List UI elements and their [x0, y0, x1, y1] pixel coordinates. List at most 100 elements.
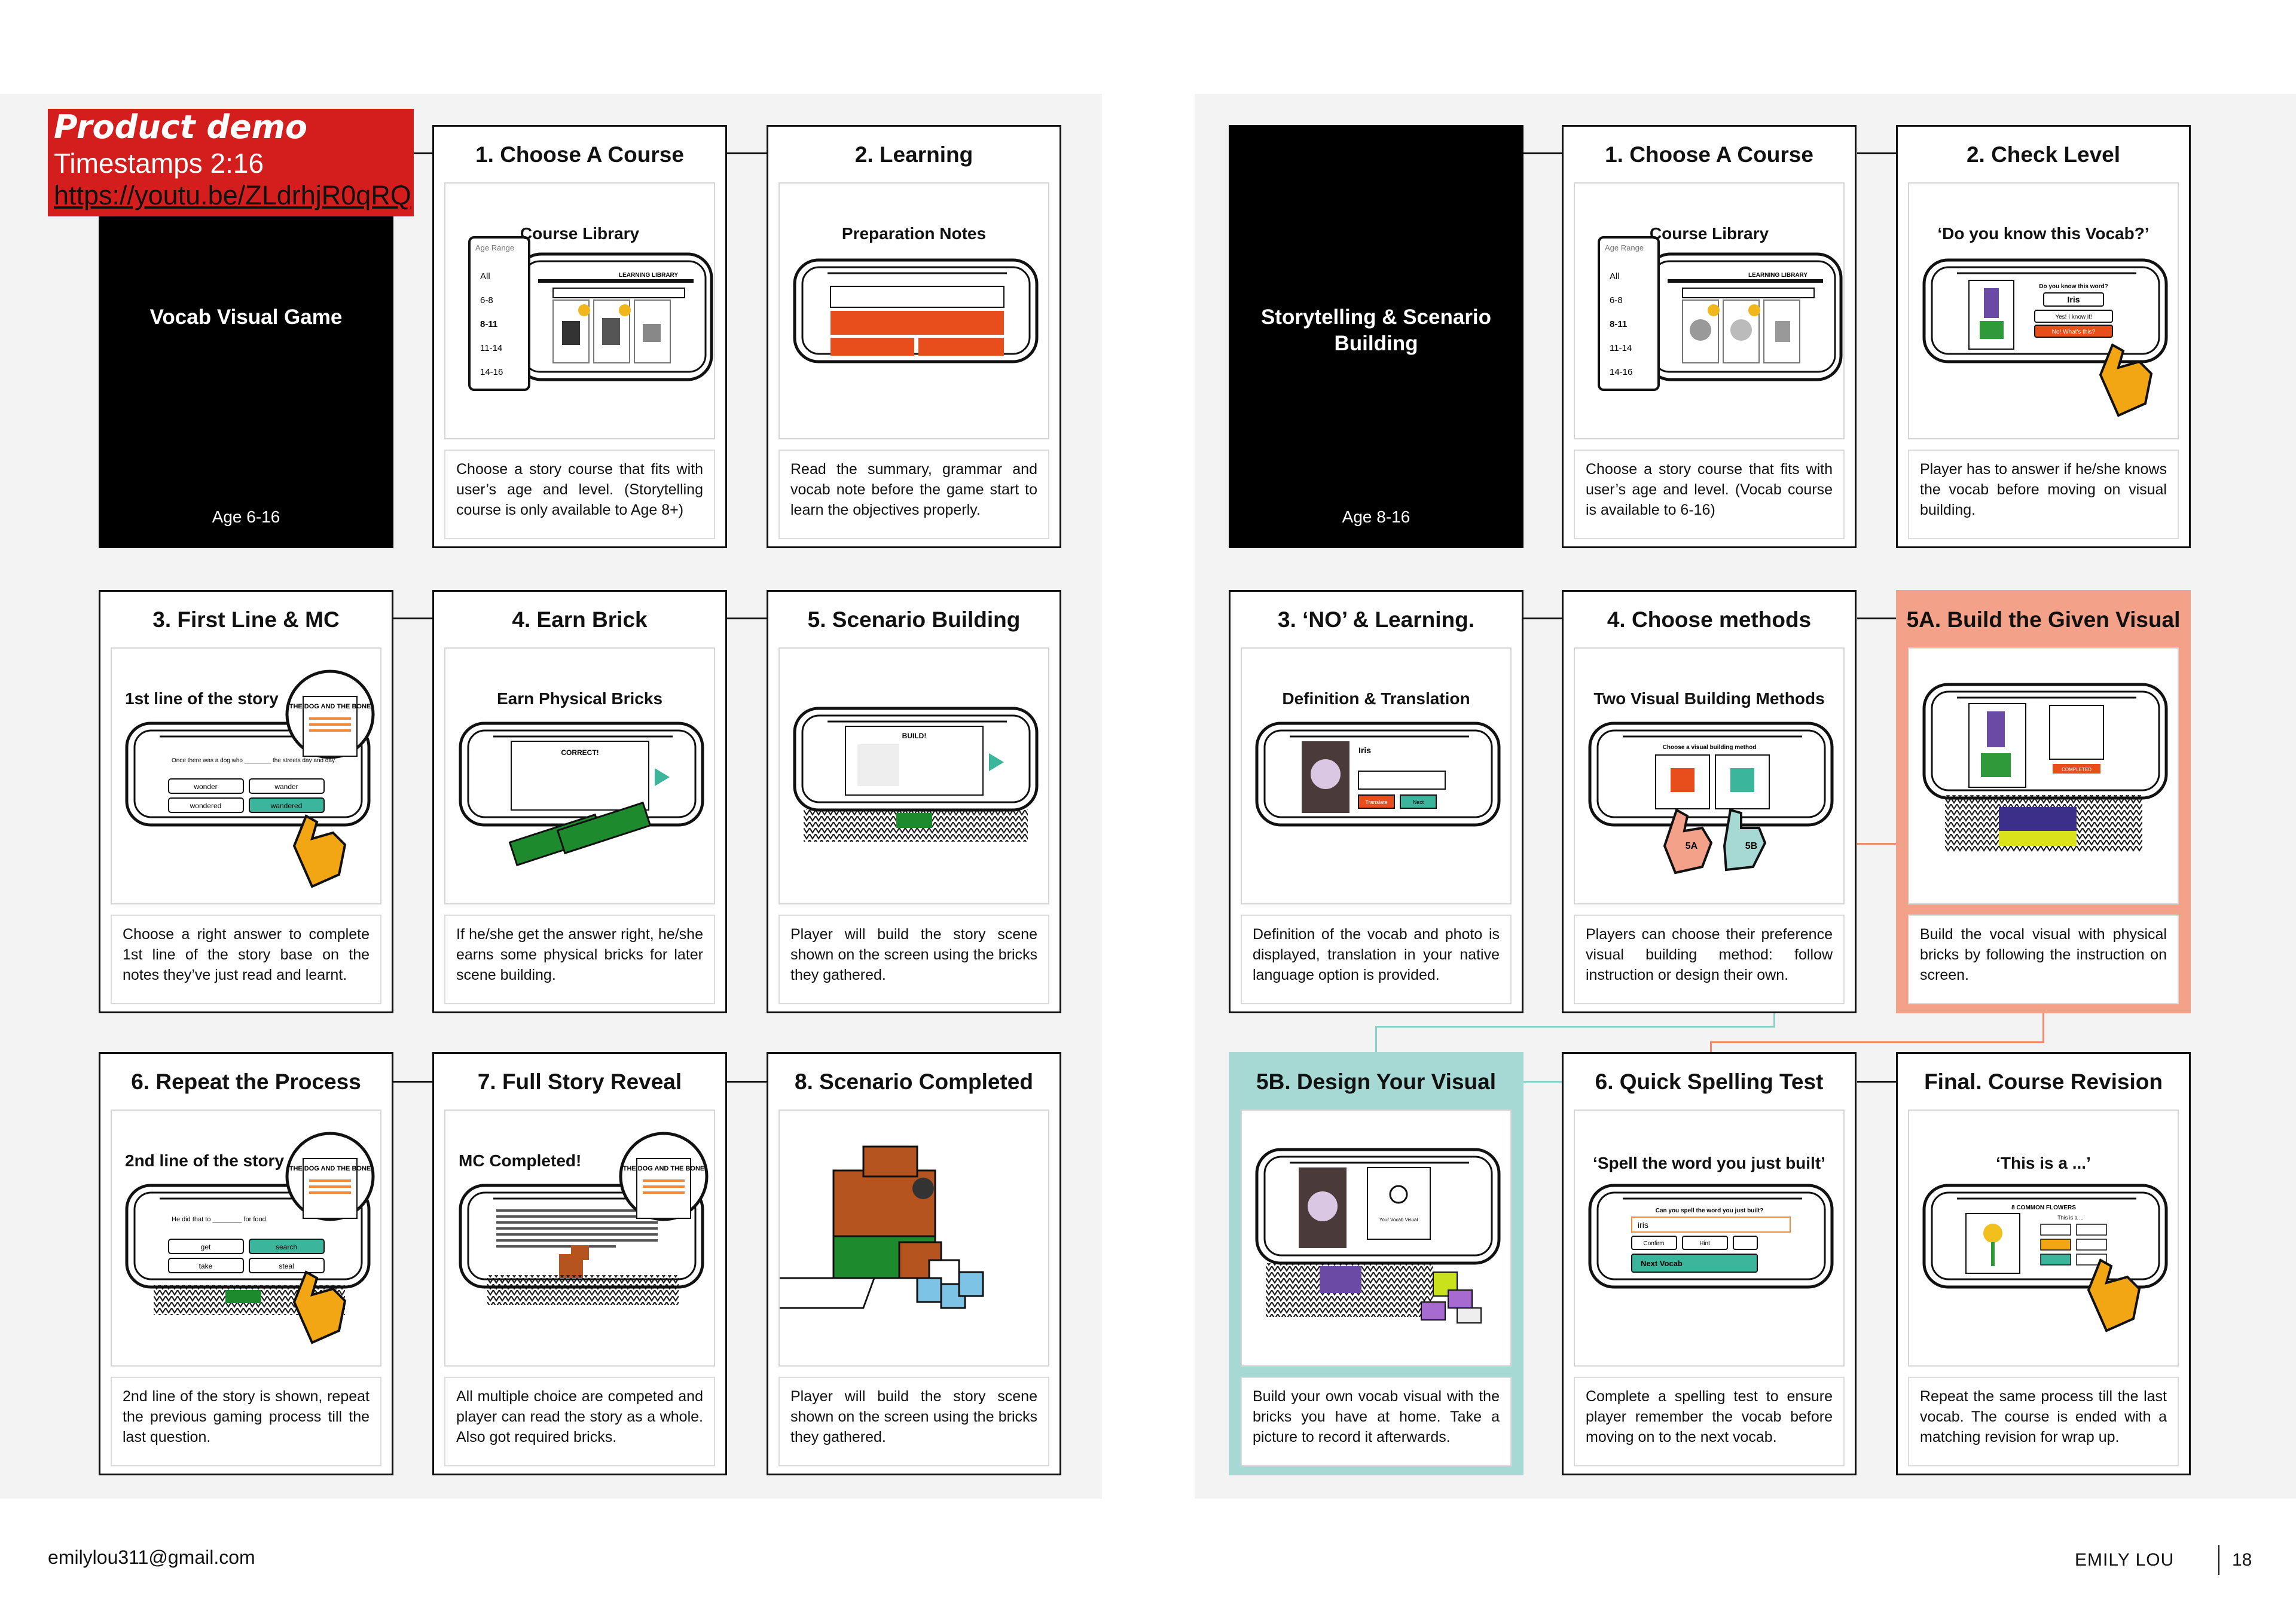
next-vocab-button[interactable]: Next Vocab: [1641, 1259, 1683, 1268]
card-illustration: Two Visual Building Methods Choose a vis…: [1574, 647, 1845, 904]
story-title: THE DOG AND THE BONE: [623, 1165, 705, 1172]
card-title: 2. Learning: [854, 142, 973, 167]
flow-line-teal: [1375, 1026, 1377, 1053]
definition-mockup: Iris Translate Next: [1255, 722, 1501, 827]
mc-option: steal: [279, 1262, 294, 1270]
card-illustration: ‘Spell the word you just built’ Can you …: [1574, 1109, 1845, 1367]
card-illustration: Course Library Age Range All 6-8 8-11 11…: [444, 182, 715, 439]
hero-title: Storytelling & Scenario Building: [1260, 305, 1492, 355]
spell-input[interactable]: iris: [1638, 1220, 1648, 1230]
story-line: Once there was a dog who ________ the st…: [172, 757, 336, 764]
mc-option: wondered: [190, 802, 222, 810]
build-label: BUILD!: [902, 732, 927, 740]
mc-option: wonder: [193, 783, 217, 791]
design-visual-mockup: Your Vocab Visual: [1255, 1148, 1501, 1324]
step-card: 4. Earn Brick Earn Physical Bricks CORRE…: [432, 590, 727, 1013]
build-given-visual-mockup: COMPLETED: [1922, 683, 2168, 852]
translate-button[interactable]: Translate: [1365, 799, 1387, 805]
flow-line-orange: [1857, 843, 1897, 845]
card-title: 4. Choose methods: [1607, 607, 1812, 632]
illustration-title: ‘Do you know this Vocab?’: [1937, 224, 2150, 243]
step-card: 6. Repeat the Process 2nd line of the st…: [99, 1052, 393, 1475]
connector: [727, 152, 767, 154]
age-option: 8-11: [480, 319, 497, 329]
card-illustration: 1st line of the story Once there was a d…: [111, 647, 381, 904]
illustration-title: Preparation Notes: [841, 224, 987, 243]
question-label: Do you know this word?: [2039, 283, 2108, 290]
connector: [393, 618, 433, 619]
badge-5b: 5B: [1745, 841, 1757, 851]
illustration-title: Earn Physical Bricks: [496, 689, 663, 708]
age-option: 14-16: [1610, 367, 1632, 377]
badge-5a: 5A: [1686, 841, 1698, 851]
age-range-label: Age Range: [475, 243, 514, 252]
card-illustration: Course Library Age Range All 6-8 8-11 11…: [1574, 182, 1845, 439]
spelling-test-mockup: Can you spell the word you just built? i…: [1588, 1184, 1834, 1289]
card-title: 6. Repeat the Process: [131, 1069, 361, 1094]
card-title: 3. First Line & MC: [152, 607, 340, 632]
demo-title: Product demo: [54, 108, 308, 146]
card-illustration: [778, 1109, 1049, 1367]
age-option: 11-14: [1610, 343, 1632, 353]
spell-question: Can you spell the word you just built?: [1656, 1208, 1764, 1214]
hint-button[interactable]: Hint: [1699, 1240, 1710, 1247]
card-description: Build the vocal visual with physical bri…: [1908, 915, 2179, 1004]
connector: [727, 1081, 767, 1083]
step-card: 8. Scenario Completed Player will build …: [767, 1052, 1061, 1475]
mc-option: wander: [274, 783, 298, 791]
card-illustration: Definition & Translation Iris Translate …: [1241, 647, 1512, 904]
step-card: 2. Learning Preparation Notes Read the s…: [767, 125, 1061, 548]
demo-link[interactable]: https://youtu.be/ZLdrhjR0qRQ: [54, 180, 411, 210]
card-title: 4. Earn Brick: [512, 607, 648, 632]
illustration-title: 1st line of the story: [125, 689, 279, 708]
demo-timestamps: Timestamps 2:16: [54, 148, 264, 179]
step-card: Final. Course Revision ‘This is a ...’ 8…: [1896, 1052, 2191, 1475]
library-label: LEARNING LIBRARY: [1748, 272, 1808, 279]
check-level-mockup: Do you know this word? Iris Yes! I know …: [1922, 258, 2168, 417]
brick-scene-illustration: [780, 1145, 984, 1309]
card-description: Player will build the story scene shown …: [778, 915, 1049, 1004]
card-illustration: Preparation Notes: [778, 182, 1049, 439]
library-label: LEARNING LIBRARY: [619, 272, 678, 279]
card-description: Complete a spelling test to ensure playe…: [1574, 1377, 1845, 1466]
confirm-button[interactable]: Confirm: [1643, 1240, 1664, 1247]
step-card: 5. Scenario Building BUILD! Player will …: [767, 590, 1061, 1013]
hero-card-storytelling: Storytelling & Scenario Building Age 8-1…: [1229, 125, 1523, 548]
card-description: Definition of the vocab and photo is dis…: [1241, 915, 1512, 1004]
card-title: 5. Scenario Building: [807, 607, 1021, 632]
connector: [1857, 1081, 1897, 1083]
connector: [727, 618, 767, 619]
method-label: Choose a visual building method: [1663, 744, 1757, 751]
page-number: 18: [2232, 1550, 2252, 1570]
card-title: 3. ‘NO’ & Learning.: [1278, 607, 1474, 632]
mc-option: wandered: [270, 802, 303, 810]
flow-line-teal: [1523, 1081, 1563, 1083]
card-description: Player has to answer if he/she knows the…: [1908, 450, 2179, 539]
next-button[interactable]: Next: [1413, 799, 1424, 805]
repeat-process-mockup: He did that to ________ for food. get se…: [125, 1132, 375, 1344]
card-title: 1. Choose A Course: [1605, 142, 1813, 167]
card-title: 6. Quick Spelling Test: [1595, 1069, 1824, 1094]
story-title: THE DOG AND THE BONE: [289, 703, 371, 710]
card-title: 7. Full Story Reveal: [477, 1069, 682, 1094]
flow-line-orange: [1710, 1041, 1712, 1053]
card-description: Player will build the story scene shown …: [778, 1377, 1049, 1466]
card-illustration: ‘Do you know this Vocab?’ Do you know th…: [1908, 182, 2179, 439]
step-card: 1. Choose A Course Course Library Age Ra…: [1562, 125, 1857, 548]
connector: [1523, 152, 1563, 154]
age-option: 6-8: [480, 295, 493, 305]
flow-line-teal: [1773, 1013, 1775, 1027]
story-title: THE DOG AND THE BONE: [289, 1165, 371, 1172]
scenario-build-mockup: BUILD!: [793, 707, 1039, 842]
preparation-notes-mockup: [793, 258, 1039, 363]
card-illustration: MC Completed! THE DOG AND THE BONE: [444, 1109, 715, 1367]
step-card: 3. First Line & MC 1st line of the story…: [99, 590, 393, 1013]
card-illustration: 2nd line of the story He did that to ___…: [111, 1109, 381, 1367]
connector: [1857, 618, 1897, 619]
illustration-title: Definition & Translation: [1282, 689, 1470, 708]
card-illustration: BUILD!: [778, 647, 1049, 904]
footer-email[interactable]: emilylou311@gmail.com: [48, 1546, 255, 1568]
yes-button[interactable]: Yes! I know it!: [2055, 314, 2092, 320]
card-illustration: COMPLETED: [1908, 647, 2179, 904]
no-button[interactable]: No! What's this?: [2052, 329, 2096, 335]
